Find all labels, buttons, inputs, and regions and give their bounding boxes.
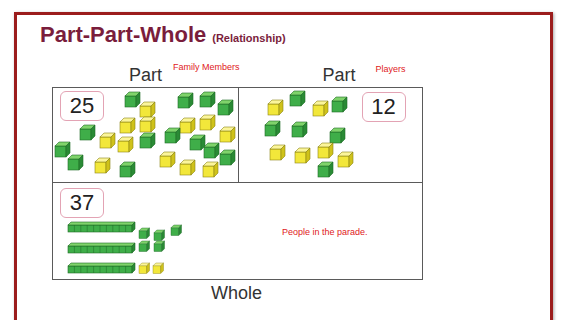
part-heading: Part — [129, 65, 162, 86]
part-note: Family Members — [173, 62, 240, 72]
part-box: PartPlayers12 — [238, 87, 423, 183]
number-box: 37 — [60, 188, 104, 218]
whole-number: 37 — [70, 190, 94, 215]
whole-note: People in the parade. — [282, 227, 368, 237]
part-box: PartFamily Members25 — [52, 87, 239, 183]
part-number: 25 — [70, 93, 94, 118]
diagram-title: Part-Part-Whole — [40, 22, 206, 48]
whole-box: People in the parade.Whole37 — [52, 182, 423, 281]
number-box: 12 — [362, 92, 406, 122]
subtitle-label: (Relationship) — [212, 32, 285, 44]
number-box: 25 — [60, 91, 104, 121]
part-note: Players — [376, 64, 406, 74]
title-row: Part-Part-Whole (Relationship) — [40, 22, 286, 48]
whole-heading: Whole — [211, 283, 262, 304]
part-heading: Part — [323, 65, 356, 86]
part-number: 12 — [371, 94, 395, 119]
